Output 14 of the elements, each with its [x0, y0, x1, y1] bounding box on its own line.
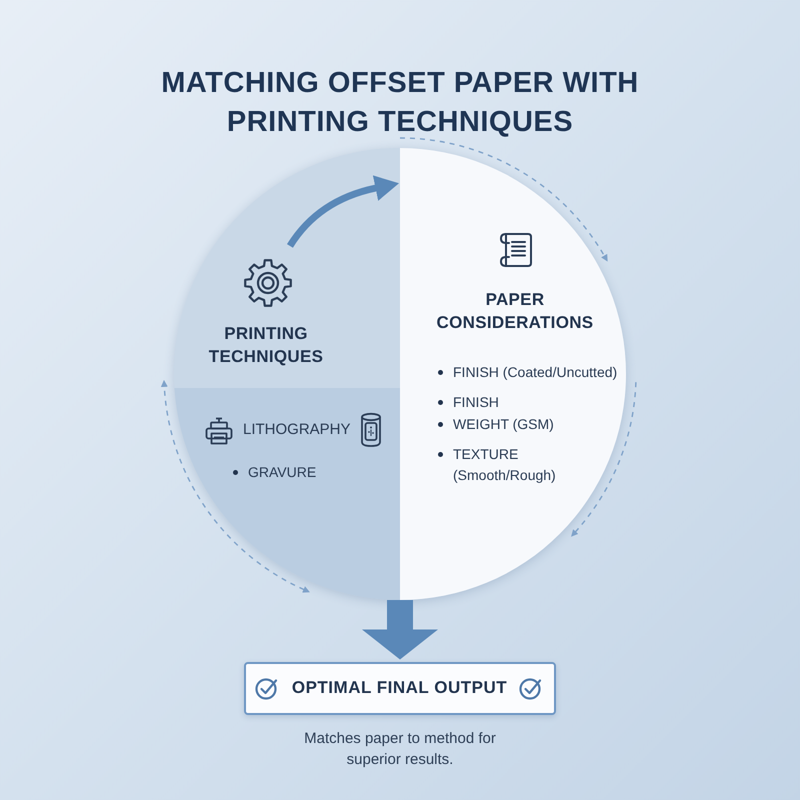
bullet-item: FINISH: [436, 392, 624, 413]
quadrant-segment: [174, 388, 400, 600]
caption-text: Matches paper to method for superior results.: [303, 729, 497, 770]
section-heading: PAPER CONSIDERATIONS: [436, 289, 594, 334]
half-circle-segment: [400, 148, 626, 600]
bullet-item: TEXTURE (Smooth/Rough): [436, 444, 601, 486]
result-title: OPTIMAL FINAL OUTPUT: [290, 677, 508, 699]
bullet-item: GRAVURE: [231, 462, 341, 483]
bullet-item: WEIGHT (GSM): [436, 414, 624, 435]
result-panel: [244, 662, 556, 715]
title: MATCHING OFFSET PAPER WITH PRINTING TECHNIQUES: [160, 66, 640, 140]
bullet-item: FINISH (Coated/Uncutted): [436, 362, 624, 383]
list-item: LITHOGRAPHY: [243, 420, 352, 440]
down-arrow: [362, 600, 438, 660]
